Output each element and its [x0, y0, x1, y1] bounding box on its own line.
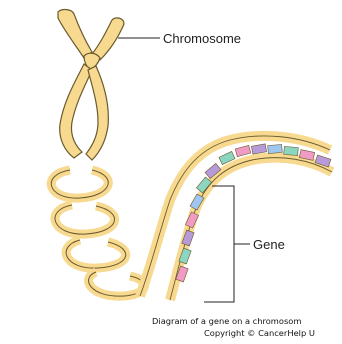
chromosome-upper-right-arm: [92, 18, 124, 60]
dna-backbone-inner: [170, 158, 332, 300]
chromosome-upper-left-arm: [58, 10, 92, 58]
base-pair: [235, 145, 251, 156]
chromosome: [58, 10, 124, 160]
dna-helix: [140, 136, 332, 300]
chromosome-label: Chromosome: [163, 31, 241, 46]
base-pair: [284, 146, 299, 155]
chromosome-lower-right-arm: [86, 66, 108, 160]
base-pair: [268, 144, 283, 153]
caption-line-2: Copyright © CancerHelp U: [204, 328, 315, 338]
chromatin-coils: [51, 170, 144, 296]
gene-bracket: [204, 186, 250, 302]
base-pair: [185, 212, 198, 228]
chromosome-lower-left-arm: [60, 64, 92, 158]
base-pair: [251, 144, 266, 154]
caption-line-1: Diagram of a gene on a chromosom: [152, 316, 301, 326]
gene-label: Gene: [253, 237, 285, 252]
